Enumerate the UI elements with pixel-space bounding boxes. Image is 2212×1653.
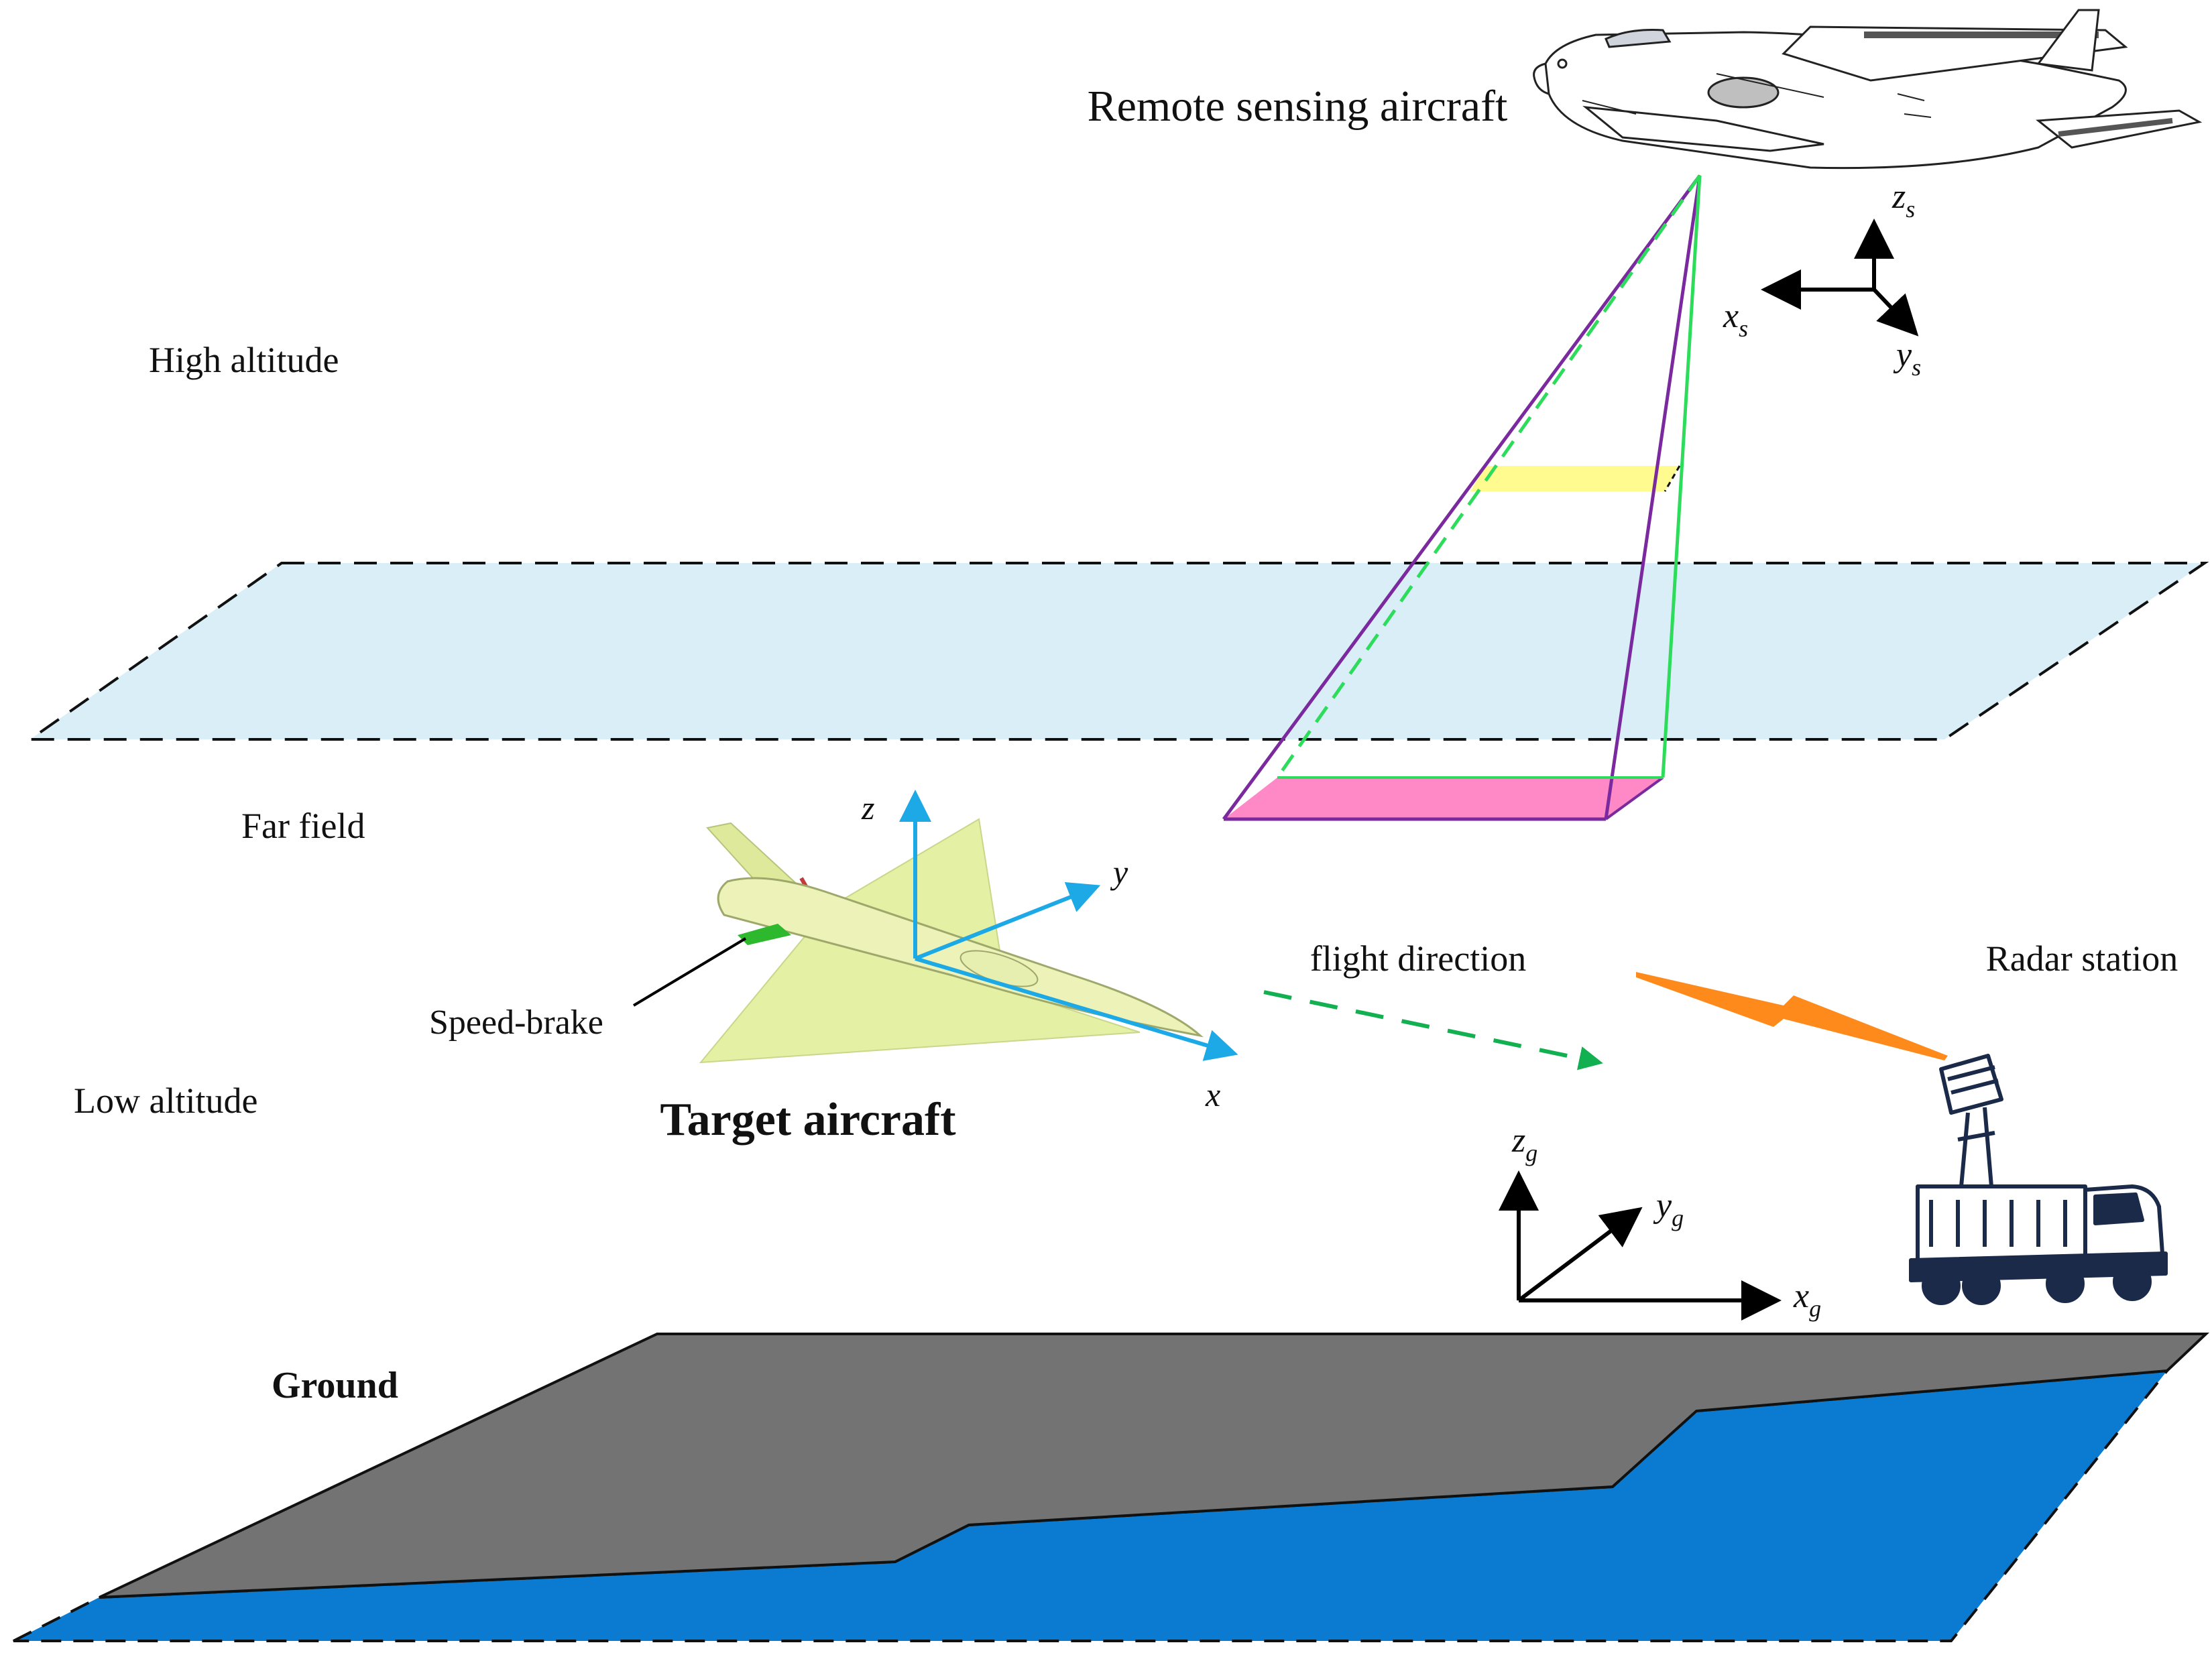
footprint-edge-purple-right [1605, 776, 1664, 820]
body-axis-y [914, 881, 1101, 961]
ground-axis-x-label: xg [1793, 1277, 1821, 1322]
speed-brake [738, 924, 791, 945]
high-altitude-label: High altitude [149, 340, 339, 380]
target-aircraft-illustration [699, 818, 1204, 1064]
body-axes [899, 790, 1238, 1061]
target-fuselage [717, 877, 1204, 1038]
radar-truck-illustration [1909, 1054, 2168, 1305]
body-axis-y-label: y [1110, 853, 1128, 891]
low-altitude-label: Low altitude [74, 1081, 257, 1121]
flight-direction-arrow [1263, 990, 1603, 1070]
radar-beam [1636, 972, 1948, 1060]
ground-axes [1499, 1170, 1782, 1321]
ground-terrain [13, 1333, 2210, 1642]
sensor-axis-y-label: ys [1893, 336, 1921, 381]
sensor-axis-x-label: xs [1723, 297, 1748, 342]
sensor-axis-z-label: zs [1891, 178, 1915, 223]
far-field-plane [25, 562, 2209, 741]
sensing-beam [1222, 174, 1702, 821]
radar-station-label: Radar station [1986, 938, 2178, 979]
far-field-label: Far field [241, 806, 365, 846]
remote-aircraft-label: Remote sensing aircraft [1088, 82, 1508, 131]
sensor-axis-y [1872, 288, 1919, 336]
ground-axis-z-label: zg [1511, 1121, 1537, 1166]
footprint-pink [1224, 778, 1663, 819]
body-axis-x [915, 957, 1238, 1061]
beam-edge-green-solid [1661, 175, 1702, 778]
slice-yellow [1470, 466, 1680, 491]
beam-edge-green-dashed [1275, 174, 1702, 779]
speed-brake-leader [632, 937, 747, 1007]
ground-surface [99, 1333, 2210, 1599]
ground-axis-y [1517, 1207, 1643, 1302]
body-axis-x-label: x [1205, 1076, 1220, 1113]
speed-brake-label: Speed-brake [429, 1003, 603, 1042]
flight-direction-label: flight direction [1310, 938, 1526, 979]
sensor-axes [1761, 219, 1919, 336]
remote-sensing-aircraft-illustration [1533, 9, 2203, 170]
ground-label: Ground [272, 1365, 398, 1406]
ground-axis-y-label: yg [1653, 1186, 1684, 1231]
slice-edge [1664, 465, 1681, 492]
body-axis-z-label: z [861, 789, 874, 826]
target-aircraft-label: Target aircraft [660, 1094, 955, 1146]
